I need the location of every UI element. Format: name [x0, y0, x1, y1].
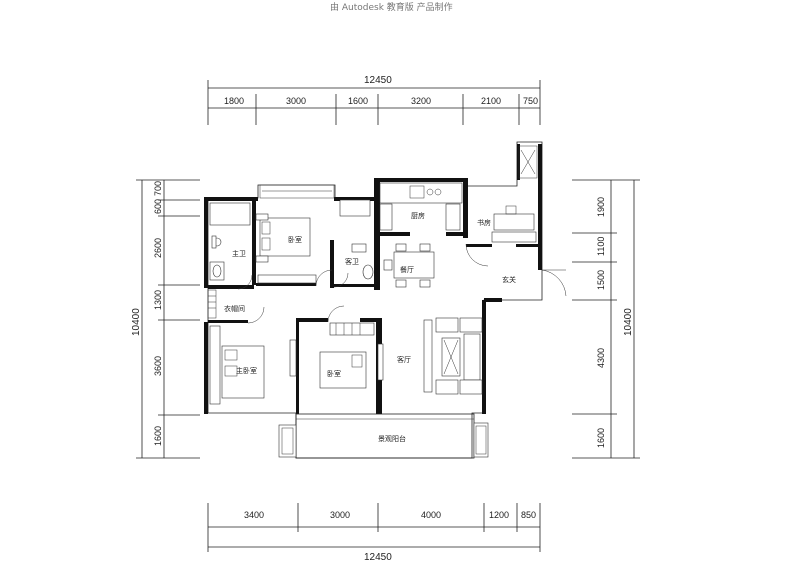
right-dim-5: 1600: [596, 428, 606, 448]
kitchen-fixtures: [379, 182, 463, 231]
living-furniture: [423, 317, 483, 395]
room-label-cloakroom: 衣帽间: [224, 304, 245, 313]
room-label-dining: 餐厅: [400, 265, 414, 274]
bay-window: [518, 145, 538, 179]
cloakroom-fixtures: [207, 289, 217, 319]
left-dim-2: 600: [153, 199, 163, 214]
left-dimensions: 700 600 2600 1300 3600 1600 10400: [131, 179, 200, 459]
left-total-dim: 10400: [131, 308, 142, 336]
top-dim-3: 1600: [348, 96, 368, 106]
right-dim-1: 1900: [596, 197, 606, 217]
north-balcony: [259, 184, 335, 199]
bottom-dim-4: 1200: [489, 510, 509, 520]
left-dim-5: 3600: [153, 356, 163, 376]
room-label-living: 客厅: [397, 355, 411, 364]
middle-bedroom-furniture: [319, 322, 384, 389]
right-dim-2: 1100: [596, 237, 606, 256]
bottom-dim-1: 3400: [244, 510, 264, 520]
bottom-total-dim: 12450: [364, 552, 392, 563]
thick-walls: [204, 144, 542, 414]
room-label-master-bath: 主卫: [232, 249, 246, 258]
room-label-guest-bath: 客卫: [345, 257, 359, 266]
left-dim-6: 1600: [153, 426, 163, 446]
guest-bath-fixtures: [339, 199, 374, 280]
top-dimensions: 12450 1800 3000 1600 3200 2100 750: [207, 75, 541, 125]
top-dim-2: 3000: [286, 96, 306, 106]
right-dim-4: 4300: [596, 348, 606, 368]
master-bath-fixtures: [209, 202, 251, 281]
room-label-entrance: 玄关: [502, 275, 516, 284]
right-dimensions: 1900 1100 1500 4300 1600 10400: [572, 179, 640, 459]
bottom-dim-2: 3000: [330, 510, 350, 520]
right-dim-3: 1500: [596, 270, 606, 290]
scenic-balcony: [278, 413, 489, 459]
left-dim-1: 700: [153, 181, 163, 196]
top-dim-6: 750: [523, 96, 538, 106]
room-label-master-bedroom: 主卧室: [236, 366, 257, 375]
right-total-dim: 10400: [623, 308, 634, 336]
room-label-study: 书房: [477, 218, 491, 227]
bottom-dim-3: 4000: [421, 510, 441, 520]
left-dim-4: 1300: [153, 290, 163, 310]
dining-table: [383, 243, 435, 288]
door-swings: [237, 243, 567, 324]
bottom-dim-5: 850: [521, 510, 536, 520]
room-label-bedroom-north: 卧室: [288, 235, 302, 244]
master-bedroom-furniture: [209, 325, 297, 405]
top-dim-1: 1800: [224, 96, 244, 106]
left-dim-3: 2600: [153, 238, 163, 258]
room-label-balcony: 景观阳台: [378, 434, 406, 443]
room-label-bedroom-middle: 卧室: [327, 369, 341, 378]
room-label-kitchen: 厨房: [411, 211, 425, 220]
bottom-dimensions: 3400 3000 4000 1200 850 12450: [207, 503, 541, 563]
top-dim-5: 2100: [481, 96, 501, 106]
top-total-dim: 12450: [364, 75, 392, 86]
top-dim-4: 3200: [411, 96, 431, 106]
room-labels: 主卫 卧室 客卫 厨房 书房 餐厅 玄关 衣帽间 主卧室 卧室 客厅 景观阳台: [224, 211, 516, 443]
study-furniture: [491, 205, 537, 243]
north-bedroom-bed: [255, 213, 317, 284]
header-text: 由 Autodesk 教育版 产品制作: [330, 1, 453, 13]
